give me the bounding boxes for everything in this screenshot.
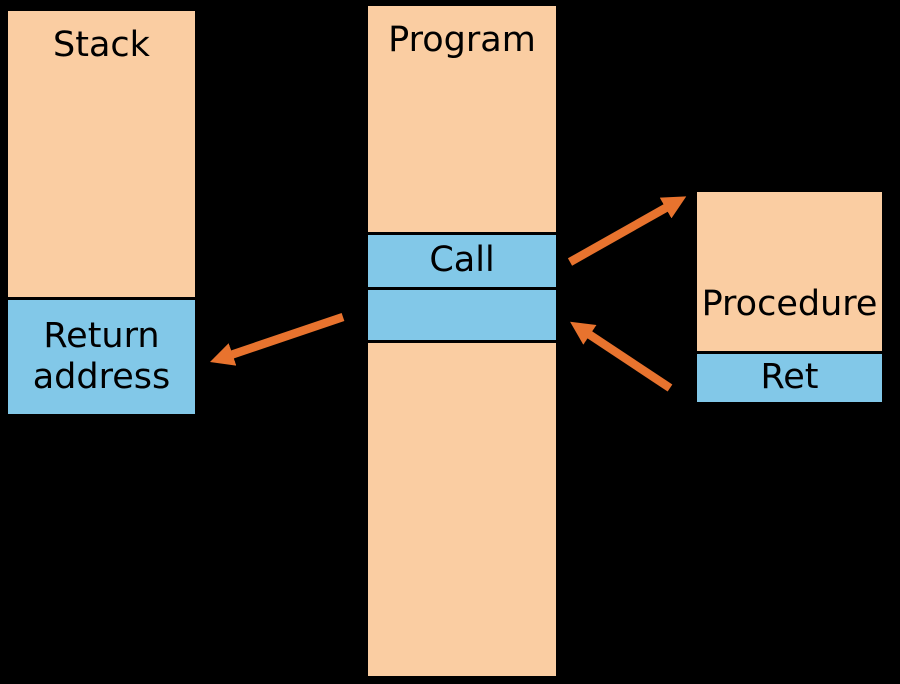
procedure-title: Procedure: [701, 283, 878, 324]
return-address-label: Return address: [32, 315, 171, 397]
program-title: Program: [388, 20, 536, 60]
return-point-cell: [365, 287, 559, 343]
call-cell: Call: [365, 232, 559, 290]
ret-cell: Ret: [694, 351, 885, 405]
program-body: [365, 340, 559, 679]
call-to-procedure-arrow: [567, 196, 687, 266]
ret-to-program-arrow: [570, 321, 673, 392]
call-label: Call: [429, 240, 495, 281]
program-box: Program: [365, 3, 559, 235]
program-to-stack-arrow: [209, 312, 345, 366]
ret-label: Ret: [760, 357, 819, 398]
stack-box: Stack: [5, 8, 198, 300]
stack-title: Stack: [53, 25, 150, 65]
return-address-cell: Return address: [5, 297, 198, 417]
procedure-box: Procedure: [694, 189, 885, 354]
